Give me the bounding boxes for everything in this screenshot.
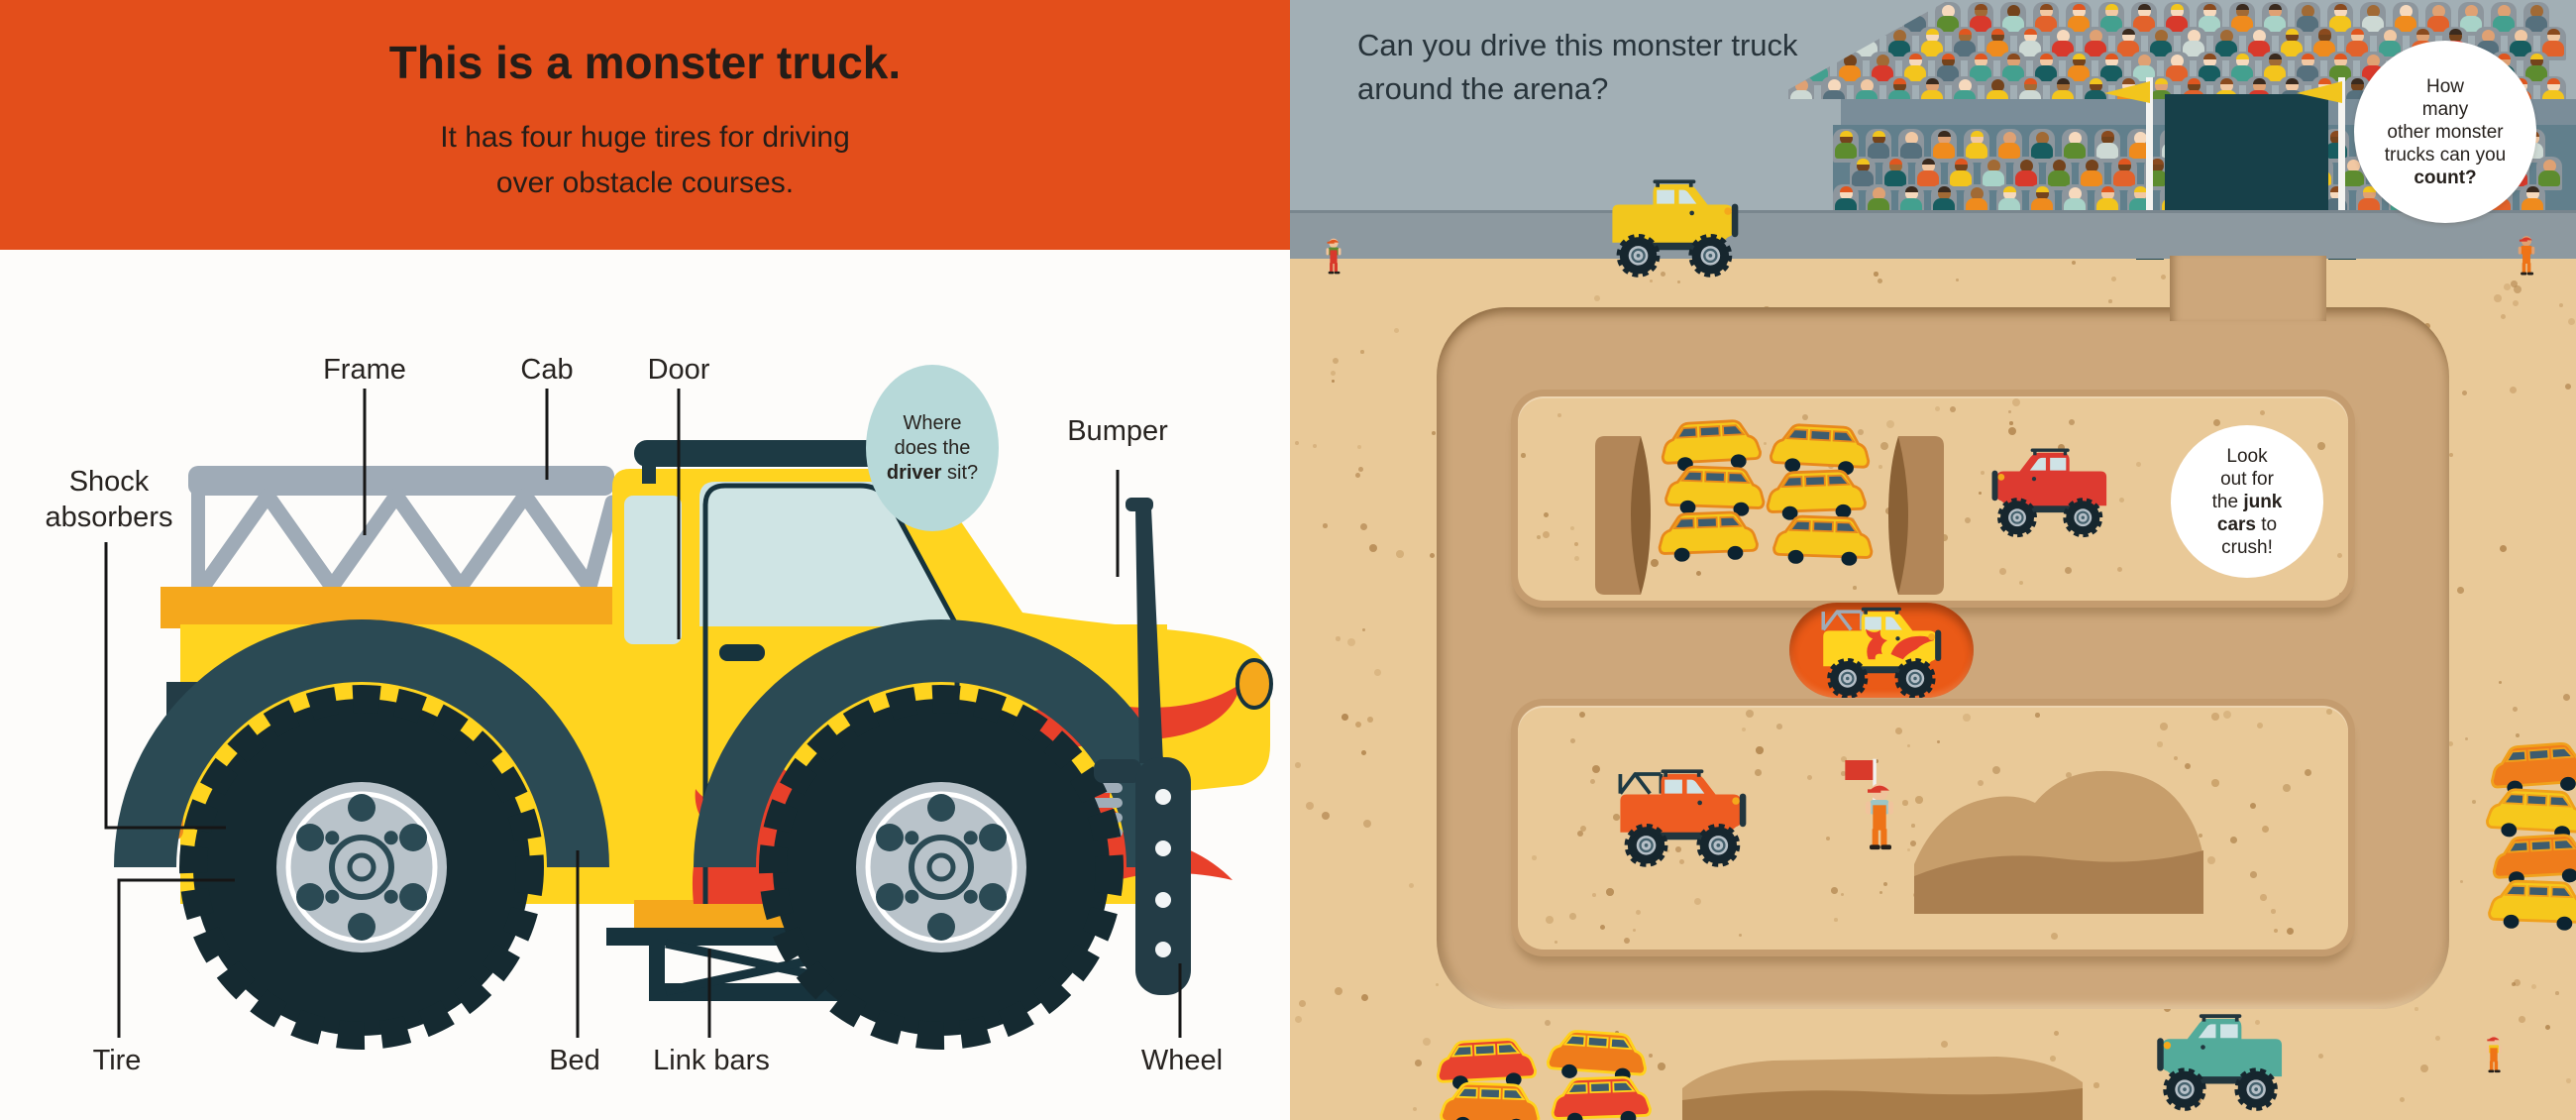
pointer-lines — [104, 389, 1182, 1038]
crush-flap-right — [1873, 436, 1944, 595]
where-driver-bubble: Where does the driver sit? — [866, 365, 999, 531]
yellow-monster-truck — [1599, 170, 1748, 281]
bumper — [1094, 498, 1191, 995]
arena-question: Can you drive this monster truck around … — [1357, 28, 1798, 106]
worker-left — [1312, 224, 1355, 283]
subtitle-line2: over obstacle courses. — [495, 167, 795, 199]
red-monster-truck — [1984, 440, 2118, 541]
label-shock-absorbers: Shock absorbers — [45, 466, 173, 533]
page-title: This is a monster truck. — [388, 37, 902, 88]
truck-diagram: Frame Cab Door Shock absorbers Bumper Ti… — [0, 250, 1290, 1120]
count-bubble: How many other monster trucks can you co… — [2354, 41, 2536, 223]
worker-bottom-right — [2471, 1021, 2517, 1082]
arena-sand: Look out for the junk cars to crush! — [1290, 256, 2576, 1120]
front-fender — [694, 619, 1189, 867]
flagpole-left — [2146, 77, 2153, 248]
worker-right — [2503, 220, 2550, 285]
label-bed: Bed — [549, 1045, 600, 1076]
monster-truck-illustration — [104, 389, 1273, 1050]
label-cab: Cab — [520, 354, 574, 386]
label-tire: Tire — [92, 1045, 142, 1076]
dirt-mound — [1914, 747, 2203, 914]
crush-bubble: Look out for the junk cars to crush! — [2171, 425, 2323, 578]
arena-track-road — [1290, 210, 2576, 259]
dirt-mound-low — [1682, 1047, 2083, 1120]
junk-car-stack-bottom — [1435, 1030, 1663, 1120]
arena-page: Can you drive this monster truck around … — [1290, 0, 2576, 1120]
junk-car-stack-right — [2485, 742, 2576, 952]
label-wheel: Wheel — [1140, 1045, 1224, 1076]
rear-fender — [114, 619, 609, 867]
headlight — [1235, 658, 1273, 710]
label-bumper: Bumper — [1067, 415, 1168, 447]
teal-monster-truck — [2148, 1005, 2295, 1115]
label-frame: Frame — [323, 354, 406, 386]
label-door: Door — [647, 354, 710, 386]
orange-monster-truck — [1607, 760, 1756, 871]
flagman — [1840, 753, 1919, 870]
player-monster-truck[interactable] — [1811, 603, 1950, 698]
crush-flap-left — [1595, 436, 1666, 595]
junk-car-stack-yellow — [1518, 396, 2348, 601]
flag-icon-right — [2297, 81, 2342, 103]
tunnel-track-connector — [2170, 256, 2326, 321]
wheels — [179, 685, 1124, 1050]
door-handle — [719, 644, 765, 661]
label-link-bars: Link bars — [653, 1045, 770, 1076]
left-page: This is a monster truck. It has four hug… — [0, 0, 1290, 1120]
player-truck-slot[interactable] — [1789, 603, 1974, 698]
flag-icon-left — [2104, 81, 2150, 103]
flagpole-right — [2338, 77, 2345, 248]
header: This is a monster truck. It has four hug… — [0, 0, 1290, 250]
maze-island-top: Look out for the junk cars to crush! — [1518, 396, 2348, 601]
maze-island-bottom — [1518, 706, 2348, 950]
subtitle-line1: It has four huge tires for driving — [440, 121, 850, 154]
